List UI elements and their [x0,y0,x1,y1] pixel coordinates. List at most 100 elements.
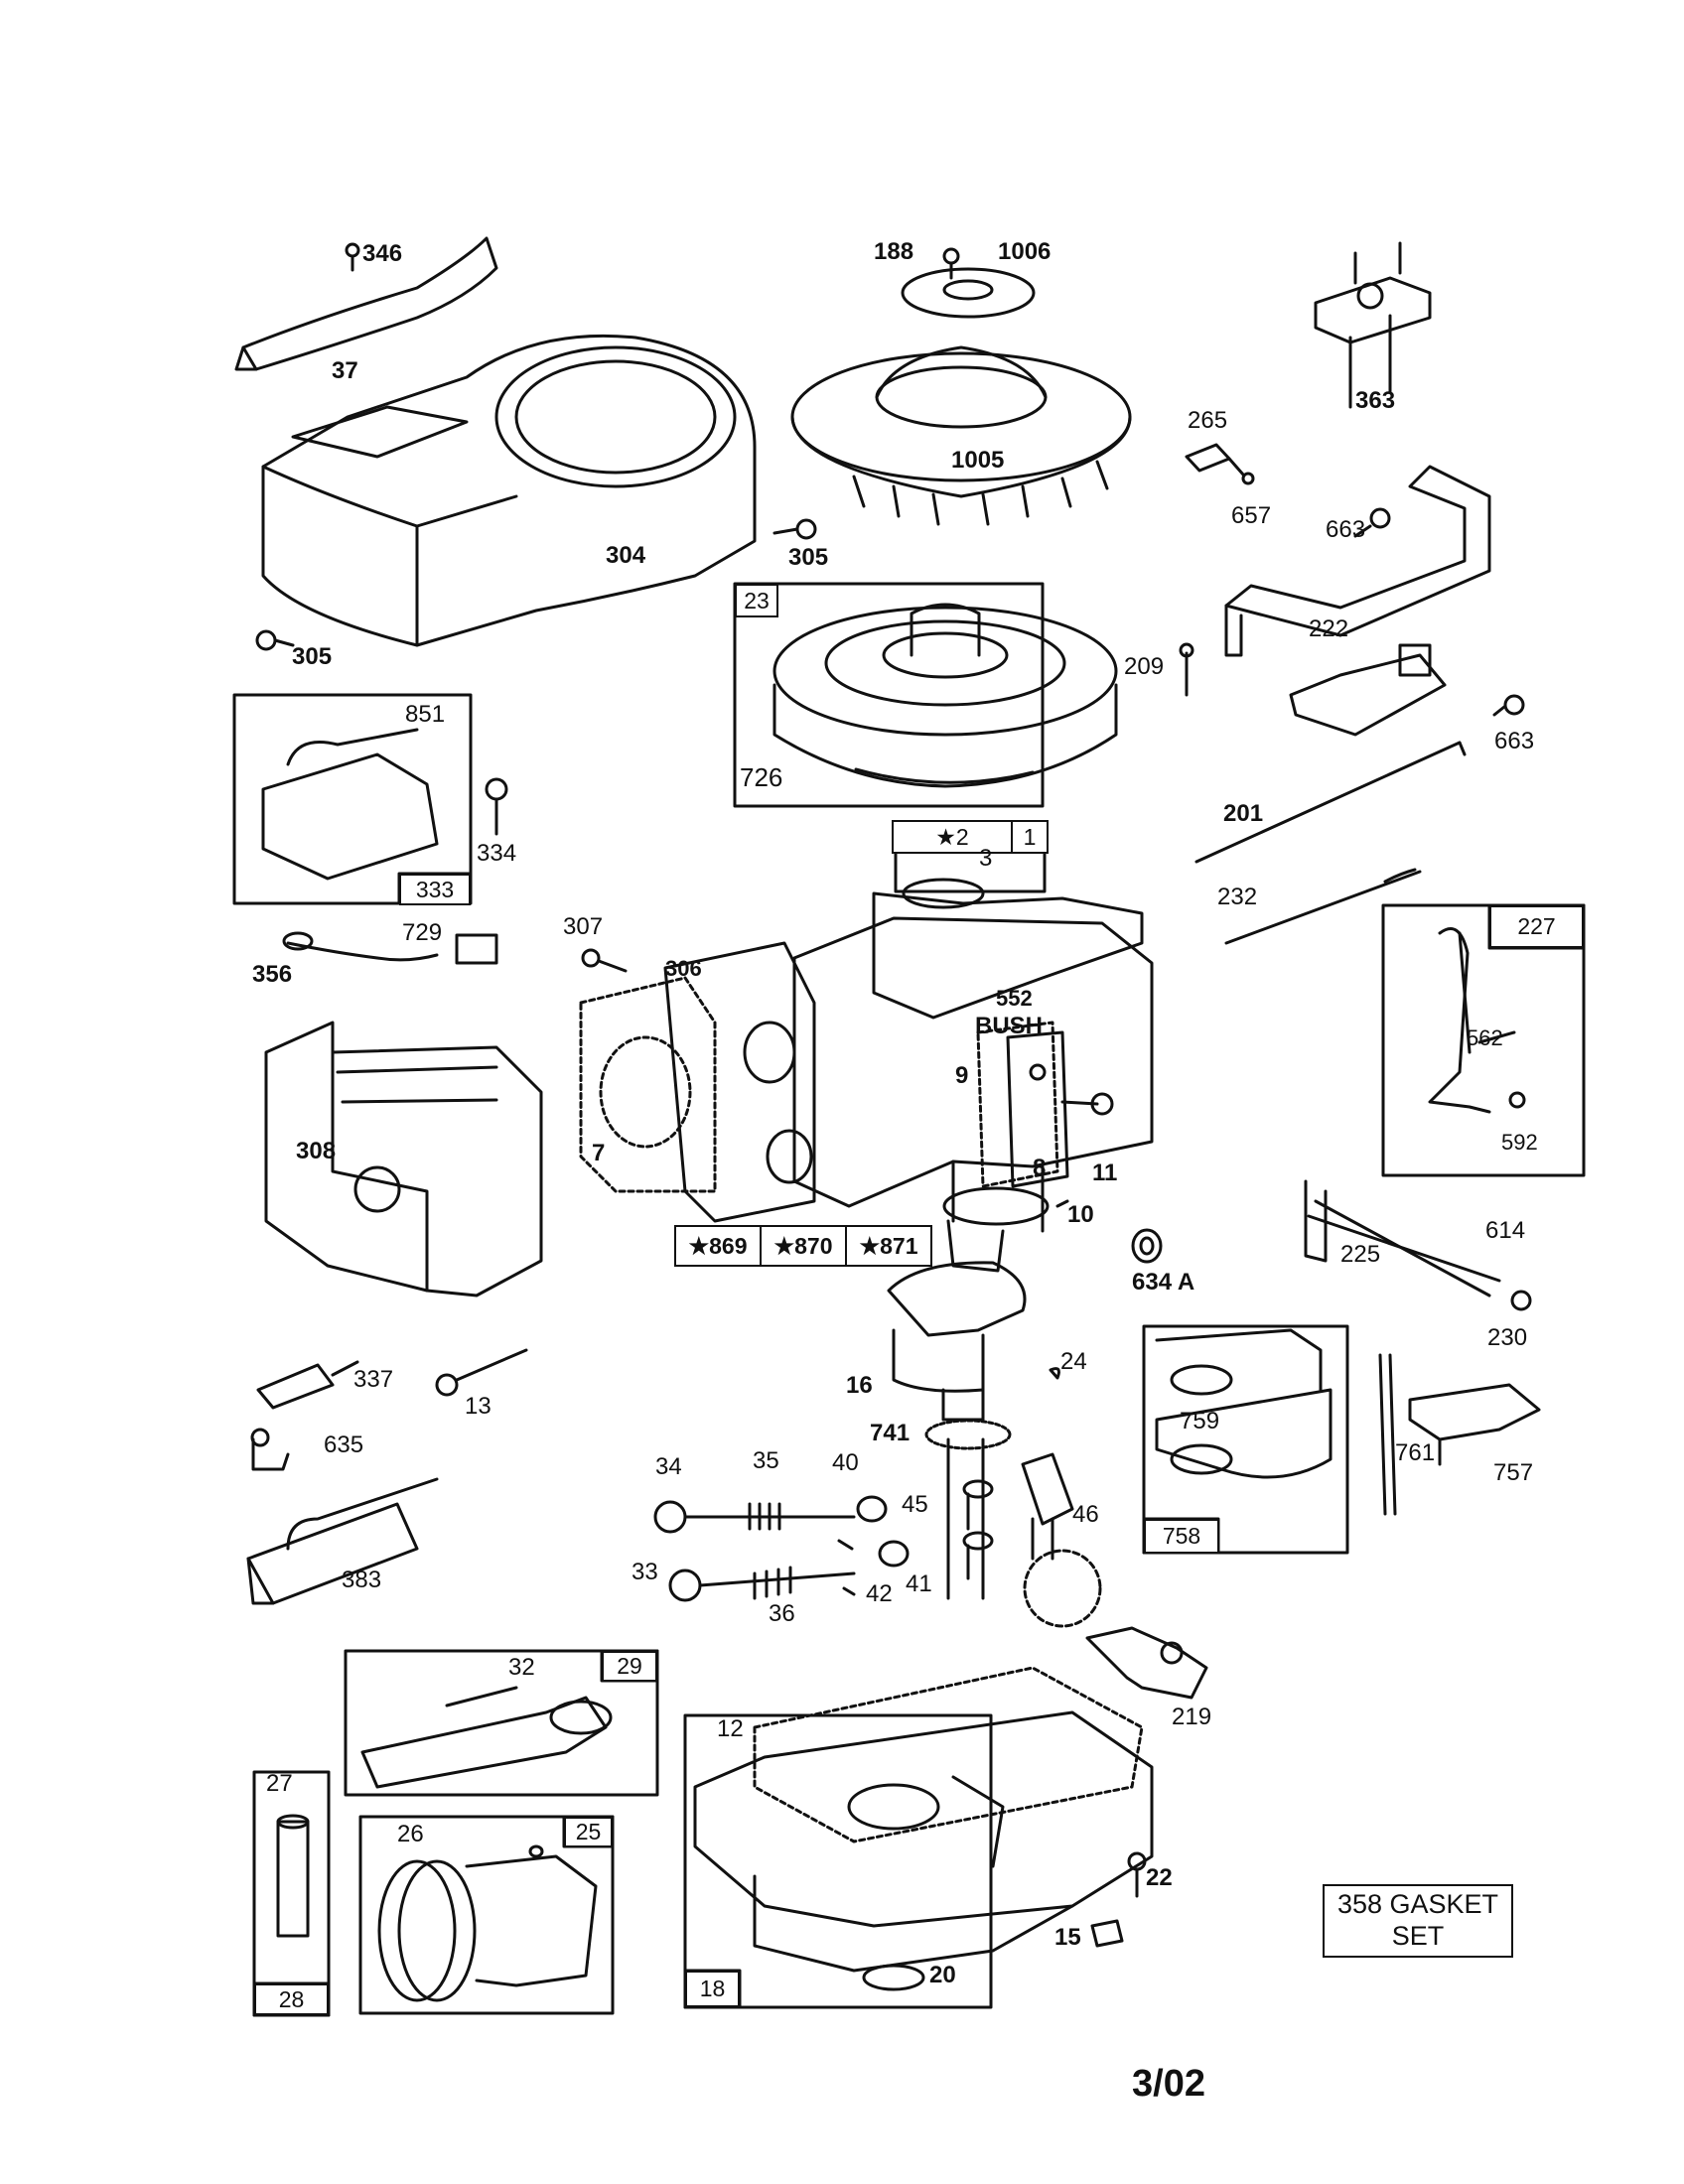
screw-663-b [1492,694,1525,717]
part-label-305-a: 305 [788,544,829,571]
gasket-set-box: 358 GASKET SET [1323,1884,1513,1958]
part-label-11: 11 [1092,1160,1118,1186]
part-label-741: 741 [870,1420,911,1446]
part-label-7: 7 [592,1140,606,1166]
part-label-34: 34 [655,1453,682,1480]
part-label-1005: 1005 [951,447,1005,474]
box-label-29: 29 [602,1651,657,1682]
bolt-305-b [255,629,295,651]
box-label-227: 227 [1489,905,1584,948]
blower-housing-304 [261,334,757,647]
part-label-41: 41 [906,1570,932,1597]
part-label-20: 20 [929,1962,956,1988]
bracket-363 [1314,241,1432,409]
part-label-232: 232 [1217,884,1258,910]
part-label-40: 40 [832,1449,859,1476]
part-label-759: 759 [1180,1408,1220,1434]
pin-761 [1378,1353,1397,1516]
part-label-35: 35 [753,1447,779,1474]
camshaft-46 [1021,1452,1102,1628]
screw-334 [485,777,508,836]
bolt-307 [581,948,628,973]
part-label-726: 726 [740,762,783,792]
cylinder-head-306 [663,941,816,1223]
part-label-304: 304 [606,542,646,569]
piston-pin-box-28 [252,1770,331,2017]
part-label-307: 307 [563,913,604,940]
part-label-27: 27 [266,1770,293,1797]
screw-13 [435,1348,528,1397]
part-label-356: 356 [252,961,293,988]
exhaust-valve-34 [653,1495,888,1534]
part-label-757: 757 [1493,1459,1534,1486]
breather-plate-8 [1006,1030,1114,1208]
part-label-552: 552 [996,986,1033,1011]
box-label-758: 758 [1144,1519,1219,1554]
part-label-8: 8 [1033,1155,1047,1181]
part-label-729: 729 [402,919,443,946]
part-label-12: 12 [717,1715,744,1742]
part-label-15: 15 [1054,1924,1081,1951]
screw-209 [1179,642,1194,697]
gasket-set-line-2: SET [1391,1921,1445,1951]
part-label-37: 37 [332,357,358,384]
intake-valve-33 [668,1539,910,1602]
part-label-45: 45 [902,1491,928,1518]
part-label-230: 230 [1487,1324,1528,1351]
deflector-part-37 [234,236,498,371]
head-gasket-7 [579,976,717,1193]
box-label-28: 28 [254,1983,329,2015]
ring-gear-assembly-23 [733,582,1118,808]
part-label-42: 42 [866,1580,893,1607]
crankshaft-16 [887,1219,1027,1600]
part-label-3: 3 [979,845,993,872]
oil-seal-634a [1131,1228,1163,1264]
governor-shaft-225 [1304,1179,1501,1297]
part-label-308: 308 [296,1138,337,1164]
fan-1006 [901,247,1036,319]
part-label-383: 383 [342,1567,382,1593]
part-label-32: 32 [508,1654,535,1681]
part-label-363: 363 [1355,387,1396,414]
part-label-222: 222 [1309,615,1349,642]
sump-gasket-12 [753,1666,1144,1843]
part-label-761: 761 [1395,1439,1436,1466]
part-label-663-b: 663 [1494,728,1535,754]
part-label-219: 219 [1172,1704,1212,1730]
bolt-22 [1127,1851,1147,1898]
part-label-22: 22 [1146,1864,1173,1891]
part-label-306: 306 [665,956,702,981]
box-label-18: 18 [685,1971,740,2007]
part-label-26: 26 [397,1821,424,1847]
solenoid-383 [246,1477,439,1605]
key-24 [1049,1367,1060,1380]
part-label-36: 36 [769,1600,795,1627]
control-bracket-222 [1224,465,1491,737]
part-label-46: 46 [1072,1501,1099,1528]
flywheel-1005 [790,345,1132,526]
clip-265 [1185,443,1255,485]
part-label-851: 851 [405,701,446,728]
link-rod-201 [1194,741,1467,864]
washer-230 [1510,1290,1532,1311]
part-label-209: 209 [1124,653,1165,680]
governor-bracket-219 [1085,1626,1208,1700]
bush-label: BUSH [975,1013,1044,1039]
part-label-634a: 634 A [1132,1269,1195,1296]
page-date-code: 3/02 [1132,2063,1205,2105]
part-label-334: 334 [477,840,517,867]
breather-gasket-9 [976,1021,1059,1188]
part-label-635: 635 [324,1432,364,1458]
part-label-265: 265 [1188,407,1228,434]
part-label-9: 9 [955,1062,969,1089]
part-label-337: 337 [353,1366,394,1393]
box-label-23: 23 [735,584,778,617]
part-label-16: 16 [846,1372,873,1399]
part-label-346: 346 [362,240,403,267]
part-label-10: 10 [1067,1201,1094,1228]
repair-kit-row: ★869 ★870 ★871 [674,1225,932,1267]
fitting-635 [250,1428,290,1471]
carburetor-308 [264,1021,543,1297]
bolt-305-a [772,518,817,540]
part-label-614: 614 [1485,1217,1526,1244]
